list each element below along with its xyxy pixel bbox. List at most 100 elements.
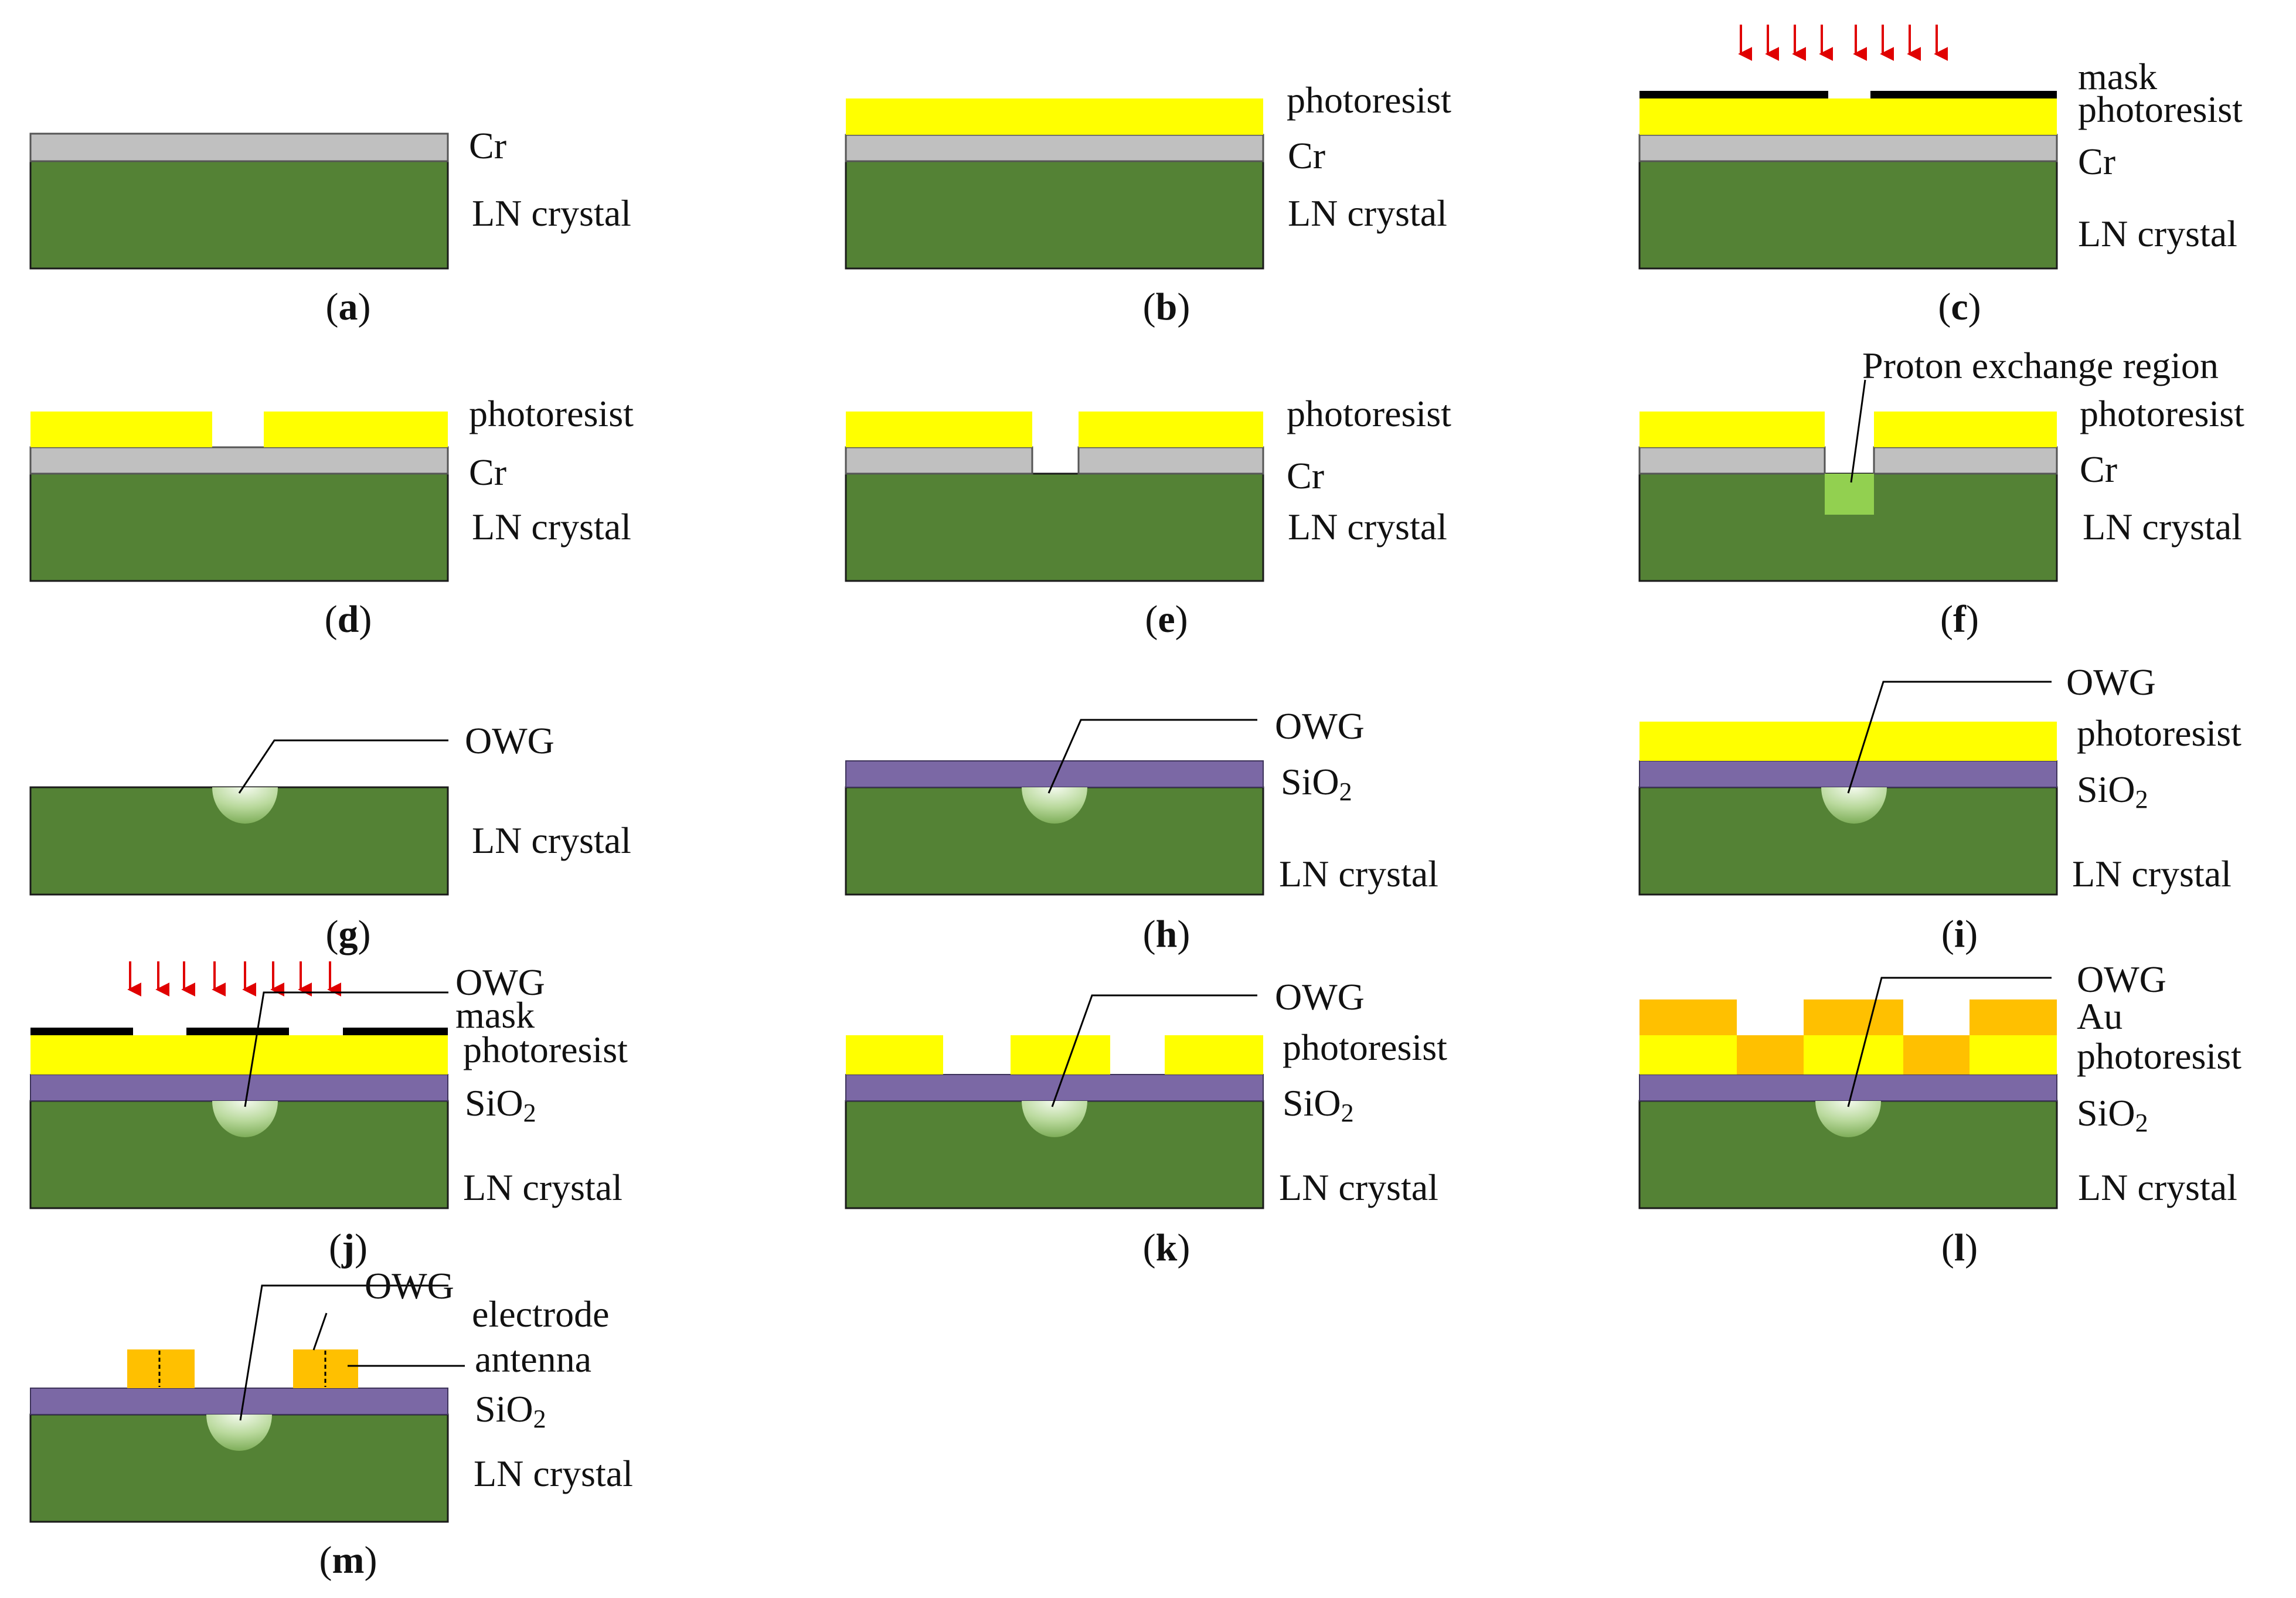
caption-letter: a — [339, 285, 358, 328]
electrode-leader — [312, 1313, 328, 1351]
photoresist-layer — [1639, 722, 2057, 761]
au-in-opening — [1903, 1035, 1970, 1075]
panel-caption: (c) — [1938, 285, 1981, 328]
photoresist-right — [264, 412, 448, 447]
photoresist-left — [30, 412, 212, 447]
panel-i: OWG photoresist SiO2 LN crystal (i) — [1638, 661, 2241, 956]
sio2-label: SiO2 — [475, 1388, 546, 1433]
owg-leader — [239, 1284, 448, 1421]
sio2-label: SiO2 — [1283, 1082, 1354, 1127]
au-in-opening — [1737, 1035, 1804, 1075]
cr-label: Cr — [2080, 448, 2117, 490]
caption-letter: l — [1954, 1226, 1965, 1269]
caption-letter: g — [339, 913, 358, 956]
sio2-main: SiO — [2077, 1092, 2135, 1134]
sio2-subscript: 2 — [1341, 1099, 1354, 1127]
mask-label: mask — [2078, 56, 2157, 97]
panel-caption: (k) — [1143, 1226, 1190, 1269]
ln-crystal-label: LN crystal — [2078, 1167, 2237, 1208]
owg-label: OWG — [2077, 958, 2166, 1000]
ln-crystal-label: LN crystal — [1279, 853, 1438, 895]
panel-caption: (g) — [326, 913, 371, 956]
panel-caption: (h) — [1143, 913, 1190, 956]
au-on-photoresist — [1970, 999, 2057, 1035]
owg-label: OWG — [1275, 976, 1365, 1018]
sio2-main: SiO — [465, 1082, 523, 1124]
sio2-subscript: 2 — [523, 1099, 536, 1127]
owg-waveguide — [212, 1101, 278, 1137]
cr-layer — [845, 134, 1264, 162]
cr-label: Cr — [469, 125, 506, 166]
uv-arrows — [127, 961, 342, 997]
caption-letter: h — [1156, 913, 1178, 956]
uv-arrows — [1738, 25, 1948, 61]
owg-leader — [1847, 681, 2052, 794]
owg-leader — [244, 991, 448, 1107]
owg-waveguide — [212, 787, 278, 824]
sio2-main: SiO — [475, 1388, 533, 1430]
photoresist-segment — [1011, 1035, 1110, 1075]
ln-crystal-label: LN crystal — [472, 820, 631, 861]
sio2-label: SiO2 — [2077, 769, 2148, 814]
sio2-main: SiO — [1281, 761, 1339, 803]
panel-b: photoresist Cr LN crystal (b) — [845, 79, 1451, 328]
photoresist-label: photoresist — [1287, 393, 1451, 434]
mask-label: mask — [455, 994, 535, 1036]
photoresist-layer — [1639, 98, 2057, 135]
ln-crystal-layer — [845, 472, 1264, 582]
panel-d: photoresist Cr LN crystal (d) — [29, 393, 634, 641]
sio2-label: SiO2 — [1281, 761, 1352, 806]
panel-caption: (i) — [1941, 913, 1978, 956]
ln-crystal-layer — [29, 160, 449, 270]
photoresist-label: photoresist — [463, 1029, 628, 1070]
ln-crystal-label: LN crystal — [2078, 213, 2237, 254]
cr-label: Cr — [1287, 455, 1324, 497]
sio2-label: SiO2 — [465, 1082, 536, 1127]
ln-crystal-layer — [845, 160, 1264, 270]
photoresist-segment — [1165, 1035, 1263, 1075]
photoresist-label: photoresist — [2078, 89, 2243, 130]
sio2-layer — [1639, 1074, 2057, 1101]
photoresist-segment — [846, 1035, 943, 1075]
photoresist-label: photoresist — [2077, 1035, 2241, 1077]
owg-leader — [1847, 977, 2052, 1107]
ln-crystal-label: LN crystal — [472, 192, 631, 234]
sio2-layer — [845, 1074, 1264, 1101]
cr-layer — [29, 132, 449, 162]
caption-letter: k — [1156, 1226, 1178, 1269]
caption-letter: e — [1158, 598, 1175, 641]
ln-crystal-layer — [29, 472, 449, 582]
owg-waveguide — [1022, 787, 1087, 824]
cr-label: Cr — [469, 451, 506, 493]
sio2-label: SiO2 — [2077, 1092, 2148, 1137]
cr-left — [845, 446, 1033, 475]
mask-segment — [30, 1028, 133, 1035]
antenna-label: antenna — [475, 1338, 591, 1380]
photoresist-segment — [1804, 1035, 1903, 1075]
proton-region-leader — [1850, 379, 1866, 483]
panel-f: Proton exchange region photoresist Cr LN… — [1638, 345, 2244, 641]
panel-k: OWG photoresist SiO2 LN crystal (k) — [845, 976, 1447, 1269]
sio2-main: SiO — [2077, 769, 2135, 810]
owg-label: OWG — [455, 961, 545, 1003]
ln-crystal-layer — [1638, 160, 2058, 270]
owg-label: OWG — [2066, 661, 2156, 703]
ln-crystal-label: LN crystal — [474, 1453, 633, 1494]
cr-right — [1873, 446, 2058, 475]
ln-crystal-label: LN crystal — [1279, 1167, 1438, 1208]
photoresist-label: photoresist — [1283, 1026, 1447, 1068]
ln-crystal-label: LN crystal — [2083, 506, 2242, 548]
sio2-layer — [30, 1388, 448, 1415]
caption-letter: f — [1953, 598, 1967, 641]
photoresist-label: photoresist — [469, 393, 634, 434]
mask-left — [1639, 91, 1828, 98]
ln-crystal-label: LN crystal — [1288, 506, 1447, 548]
panel-a: Cr LN crystal (a) — [29, 125, 631, 328]
caption-letter: j — [341, 1226, 355, 1269]
owg-waveguide — [206, 1415, 272, 1451]
ln-crystal-label: LN crystal — [1288, 192, 1447, 234]
au-on-photoresist — [1639, 999, 1737, 1035]
panel-caption: (b) — [1143, 285, 1190, 328]
electrode-left — [127, 1349, 195, 1388]
owg-label: OWG — [1275, 705, 1365, 747]
